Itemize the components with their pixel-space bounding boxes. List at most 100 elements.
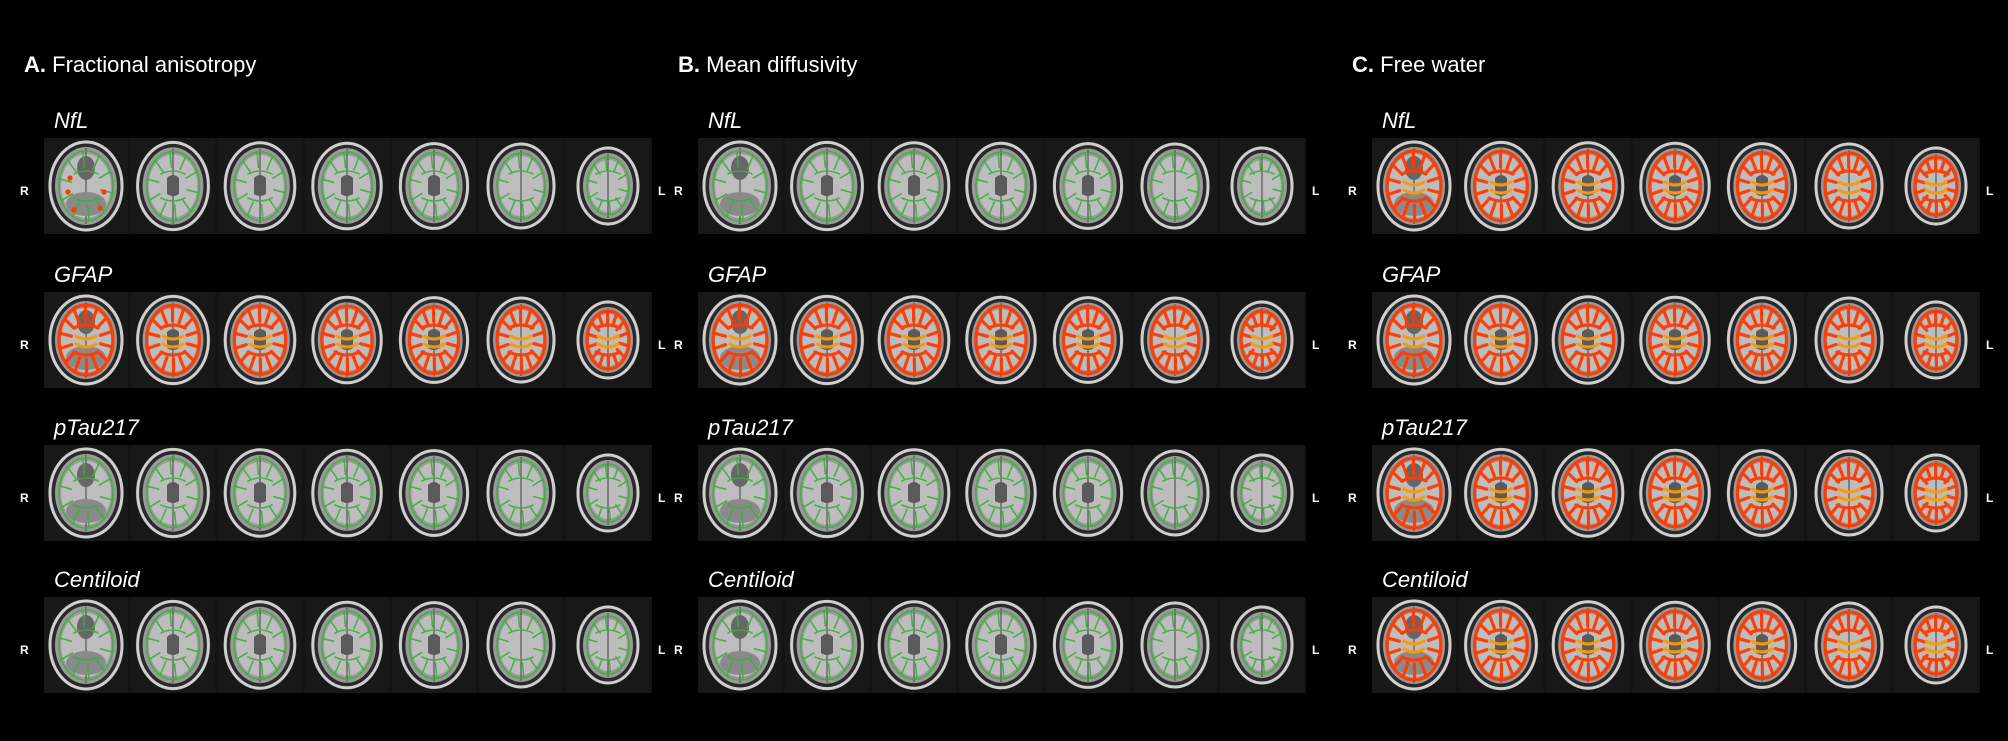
brain-slice <box>479 138 563 234</box>
panel-letter: B. <box>678 52 700 77</box>
brain-slice <box>1720 138 1804 234</box>
brain-slice <box>1720 597 1804 693</box>
row-label: pTau217 <box>708 415 793 440</box>
brain-slice <box>218 138 302 234</box>
slice-strip <box>1372 138 1980 234</box>
brain-slice <box>1133 138 1217 234</box>
row-2: pTau217 R L <box>20 415 674 555</box>
row-label: GFAP <box>1382 262 1441 287</box>
panel-title-text: Mean diffusivity <box>706 52 858 77</box>
slice-strip <box>698 138 1306 234</box>
brain-slice <box>566 445 650 541</box>
right-side-label: R <box>674 338 683 352</box>
brain-slice <box>1546 445 1630 541</box>
left-side-label: L <box>1312 338 1320 352</box>
panel-c: C. Free water NfL R L GFAP R L pTau217 R… <box>1348 0 2002 741</box>
panel-title-text: Free water <box>1380 52 1486 77</box>
row-3: Centiloid R L <box>1348 567 2002 707</box>
row-label: pTau217 <box>1382 415 1467 440</box>
brain-slice <box>1372 445 1456 541</box>
right-side-label: R <box>1348 491 1357 505</box>
row-3: Centiloid R L <box>674 567 1328 707</box>
right-side-label: R <box>20 491 29 505</box>
brain-slice <box>44 445 128 541</box>
brain-slice <box>392 292 476 388</box>
row-0: NfL R L <box>674 108 1328 248</box>
left-side-label: L <box>1312 184 1320 198</box>
brain-slice <box>479 597 563 693</box>
brain-slice <box>1720 292 1804 388</box>
brain-slice <box>218 292 302 388</box>
panel-b: B. Mean diffusivity NfL R L GFAP R L pTa… <box>674 0 1328 741</box>
brain-slice <box>305 292 389 388</box>
brain-slice <box>1220 445 1304 541</box>
brain-slice <box>218 445 302 541</box>
slice-strip <box>44 138 652 234</box>
brain-slice <box>872 445 956 541</box>
brain-slice <box>131 138 215 234</box>
brain-slice <box>959 597 1043 693</box>
left-side-label: L <box>1986 491 1994 505</box>
brain-slice <box>479 292 563 388</box>
brain-slice <box>1633 445 1717 541</box>
brain-slice <box>785 138 869 234</box>
row-2: pTau217 R L <box>674 415 1328 555</box>
right-side-label: R <box>674 643 683 657</box>
slice-strip <box>698 445 1306 541</box>
right-side-label: R <box>20 338 29 352</box>
brain-slice <box>872 292 956 388</box>
left-side-label: L <box>1312 491 1320 505</box>
left-side-label: L <box>1986 338 1994 352</box>
brain-slice <box>1459 292 1543 388</box>
brain-slice <box>305 445 389 541</box>
brain-slice <box>1546 138 1630 234</box>
brain-slice <box>872 138 956 234</box>
brain-slice <box>959 445 1043 541</box>
row-label: GFAP <box>54 262 113 287</box>
row-1: GFAP R L <box>20 262 674 402</box>
left-side-label: L <box>1312 643 1320 657</box>
slice-strip <box>1372 292 1980 388</box>
right-side-label: R <box>1348 184 1357 198</box>
row-3: Centiloid R L <box>20 567 674 707</box>
slice-strip <box>44 292 652 388</box>
row-label: GFAP <box>708 262 767 287</box>
left-side-label: L <box>1986 184 1994 198</box>
brain-slice <box>1459 597 1543 693</box>
brain-slice <box>1894 292 1978 388</box>
brain-slice <box>479 445 563 541</box>
panel-title-text: Fractional anisotropy <box>52 52 257 77</box>
brain-slice <box>1720 445 1804 541</box>
right-side-label: R <box>20 643 29 657</box>
panel-title: C. Free water <box>1352 52 1485 78</box>
row-label: NfL <box>1382 108 1417 133</box>
slice-strip <box>1372 597 1980 693</box>
panel-title: A. Fractional anisotropy <box>24 52 256 78</box>
row-2: pTau217 R L <box>1348 415 2002 555</box>
brain-slice <box>1459 138 1543 234</box>
brain-slice <box>1046 138 1130 234</box>
brain-slice <box>1046 445 1130 541</box>
brain-slice <box>1372 597 1456 693</box>
right-side-label: R <box>20 184 29 198</box>
brain-slice <box>959 138 1043 234</box>
brain-slice <box>1633 597 1717 693</box>
brain-slice <box>44 597 128 693</box>
brain-slice <box>1220 138 1304 234</box>
brain-slice <box>305 138 389 234</box>
row-label: Centiloid <box>1382 567 1468 592</box>
brain-slice <box>959 292 1043 388</box>
slice-strip <box>698 597 1306 693</box>
brain-slice <box>44 292 128 388</box>
brain-slice <box>131 445 215 541</box>
panel-letter: A. <box>24 52 46 77</box>
brain-slice <box>131 597 215 693</box>
left-side-label: L <box>658 491 666 505</box>
row-1: GFAP R L <box>1348 262 2002 402</box>
panel-letter: C. <box>1352 52 1374 77</box>
left-side-label: L <box>658 643 666 657</box>
brain-slice <box>392 445 476 541</box>
row-label: NfL <box>54 108 89 133</box>
brain-slice <box>44 138 128 234</box>
row-label: NfL <box>708 108 743 133</box>
